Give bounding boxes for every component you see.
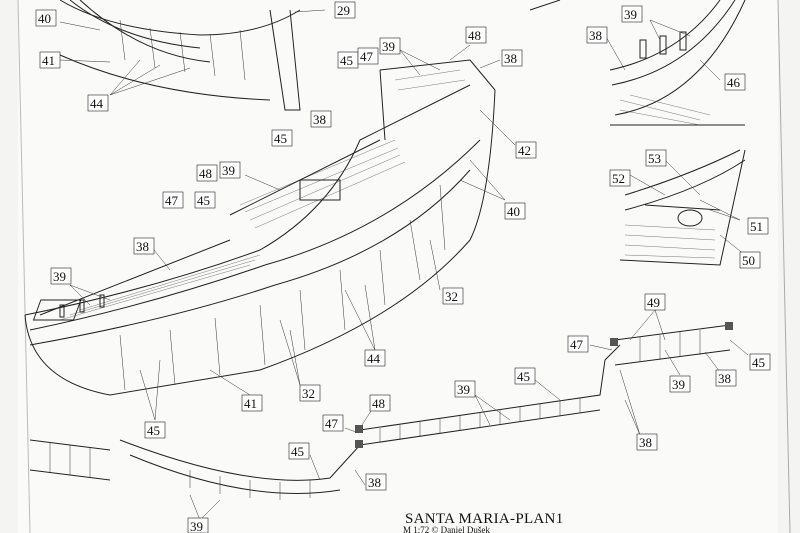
svg-text:29: 29 xyxy=(337,3,350,18)
label-47: 47 xyxy=(567,335,589,353)
svg-text:38: 38 xyxy=(504,51,517,66)
svg-text:45: 45 xyxy=(274,131,287,146)
label-38: 38 xyxy=(310,110,332,128)
svg-text:32: 32 xyxy=(445,289,458,304)
svg-text:45: 45 xyxy=(752,355,765,370)
label-47: 47 xyxy=(322,414,344,432)
main-hull xyxy=(24,59,496,396)
label-39: 39 xyxy=(454,380,476,398)
label-51: 51 xyxy=(747,217,769,235)
svg-text:47: 47 xyxy=(360,49,374,64)
svg-text:38: 38 xyxy=(639,435,652,450)
svg-text:39: 39 xyxy=(53,269,66,284)
svg-text:45: 45 xyxy=(291,444,304,459)
svg-text:40: 40 xyxy=(507,204,520,219)
svg-text:39: 39 xyxy=(457,382,470,397)
svg-text:50: 50 xyxy=(742,253,755,268)
label-53: 53 xyxy=(645,149,667,167)
label-39: 39 xyxy=(379,37,401,55)
label-38: 38 xyxy=(365,473,387,491)
label-45: 45 xyxy=(749,353,771,371)
svg-text:39: 39 xyxy=(222,163,235,178)
label-44: 44 xyxy=(364,349,386,367)
label-48: 48 xyxy=(196,164,218,182)
label-39: 39 xyxy=(50,267,72,285)
label-49: 49 xyxy=(644,293,666,311)
svg-text:45: 45 xyxy=(197,193,210,208)
svg-text:38: 38 xyxy=(313,112,326,127)
label-48: 48 xyxy=(369,394,391,412)
label-45: 45 xyxy=(514,367,536,385)
label-50: 50 xyxy=(739,251,761,269)
label-29: 29 xyxy=(334,1,356,19)
svg-text:45: 45 xyxy=(517,369,530,384)
svg-text:39: 39 xyxy=(190,519,203,533)
svg-text:48: 48 xyxy=(199,166,212,181)
label-39: 39 xyxy=(669,375,691,393)
svg-text:46: 46 xyxy=(727,75,741,90)
label-40: 40 xyxy=(35,9,57,27)
svg-text:53: 53 xyxy=(648,151,661,166)
svg-text:40: 40 xyxy=(38,11,51,26)
svg-text:47: 47 xyxy=(165,193,179,208)
svg-text:47: 47 xyxy=(325,416,339,431)
svg-text:38: 38 xyxy=(589,28,602,43)
svg-text:41: 41 xyxy=(42,53,55,68)
label-41: 41 xyxy=(241,394,263,412)
part-labels: 40 29 41 44 39 38 46 45 47 39 48 38 45 3… xyxy=(35,1,771,533)
label-42: 42 xyxy=(515,141,537,159)
label-45: 45 xyxy=(271,129,293,147)
svg-text:45: 45 xyxy=(147,423,160,438)
svg-text:51: 51 xyxy=(750,219,763,234)
rail-strips xyxy=(29,322,733,500)
plan-scale: M 1:72 © Daniel Dušek xyxy=(403,525,490,533)
hull-top-left xyxy=(59,0,301,111)
svg-text:39: 39 xyxy=(382,39,395,54)
svg-text:42: 42 xyxy=(518,143,531,158)
label-40: 40 xyxy=(504,202,526,220)
svg-text:32: 32 xyxy=(302,386,315,401)
label-38: 38 xyxy=(586,26,608,44)
label-32: 32 xyxy=(442,287,464,305)
label-47: 47 xyxy=(357,47,379,65)
label-39: 39 xyxy=(219,161,241,179)
label-52: 52 xyxy=(609,169,631,187)
detail-stern-46 xyxy=(529,0,746,126)
plan-title: SANTA MARIA-PLAN1 xyxy=(405,511,564,527)
svg-text:44: 44 xyxy=(367,351,381,366)
label-38: 38 xyxy=(636,433,658,451)
label-38: 38 xyxy=(133,237,155,255)
label-45: 45 xyxy=(194,191,216,209)
label-47: 47 xyxy=(162,191,184,209)
svg-text:41: 41 xyxy=(244,396,257,411)
label-41: 41 xyxy=(39,51,61,69)
svg-text:52: 52 xyxy=(612,171,625,186)
svg-text:49: 49 xyxy=(647,295,660,310)
svg-text:38: 38 xyxy=(718,371,731,386)
svg-text:45: 45 xyxy=(340,53,353,68)
svg-text:39: 39 xyxy=(672,377,685,392)
label-38: 38 xyxy=(715,369,737,387)
label-38: 38 xyxy=(501,49,523,67)
detail-bow-51 xyxy=(619,149,746,266)
svg-text:39: 39 xyxy=(624,7,637,22)
svg-text:38: 38 xyxy=(136,239,149,254)
label-32: 32 xyxy=(299,384,321,402)
label-45: 45 xyxy=(337,51,359,69)
svg-text:47: 47 xyxy=(570,337,584,352)
label-45: 45 xyxy=(288,442,310,460)
label-39: 39 xyxy=(187,517,209,533)
svg-text:48: 48 xyxy=(372,396,385,411)
svg-text:38: 38 xyxy=(368,475,381,490)
label-46: 46 xyxy=(724,73,746,91)
svg-text:48: 48 xyxy=(468,28,481,43)
svg-text:44: 44 xyxy=(90,96,104,111)
label-44: 44 xyxy=(87,94,109,112)
label-39: 39 xyxy=(621,5,643,23)
label-48: 48 xyxy=(465,26,487,44)
label-45: 45 xyxy=(144,421,166,439)
